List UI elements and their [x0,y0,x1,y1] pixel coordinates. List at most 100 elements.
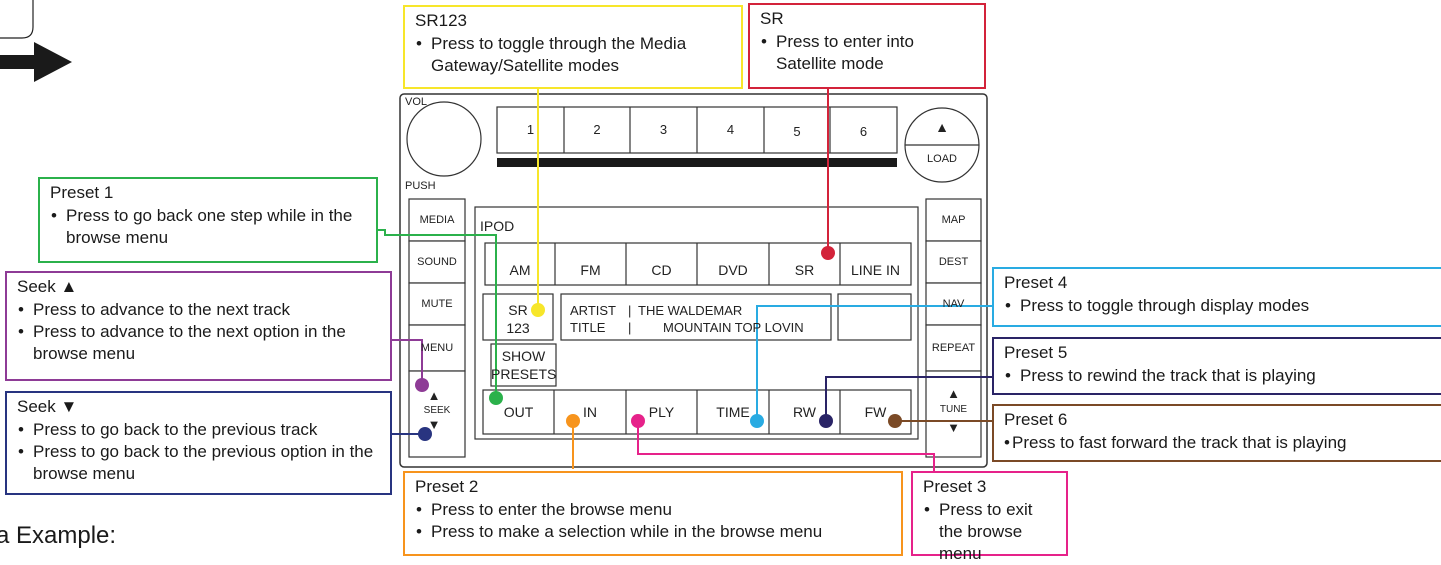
dot-sr123 [531,303,545,317]
dot-preset1 [489,391,503,405]
title-value: MOUNTAIN TOP LOVIN [663,320,804,335]
connector-preset4 [756,305,992,421]
callout-sr123: SR123 Press to toggle through the Media … [403,5,743,89]
map-button[interactable]: MAP [941,214,966,226]
menu-button[interactable]: MENU [420,342,454,354]
seek-up-icon[interactable]: ▲ [427,388,441,403]
source-am[interactable]: AM [509,262,531,278]
title-label: TITLE [570,320,606,335]
callout-title: Preset 3 [923,477,987,496]
cd-slot [497,158,897,167]
out-button[interactable]: OUT [503,404,534,420]
dot-seek-up [415,378,429,392]
callout-preset1: Preset 1 Press to go back one step while… [38,177,378,263]
preset-button-5[interactable]: 5 [793,124,801,139]
callout-preset6: Preset 6 Press to fast forward the track… [992,404,1441,462]
time-button[interactable]: TIME [716,404,750,420]
source-fm[interactable]: FM [580,262,601,278]
display-title: IPOD [480,218,515,234]
repeat-button[interactable]: REPEAT [931,342,976,354]
artist-label: ARTIST [570,303,616,318]
rw-button[interactable]: RW [792,404,817,420]
seek-label: SEEK [423,405,451,416]
tune-label: TUNE [939,404,968,415]
vol-label: VOL [405,96,428,108]
source-line-in[interactable]: LINE IN [850,262,900,278]
artist-separator: | [628,303,632,318]
callout-item: Press to enter the browse menu [415,499,893,521]
media-button[interactable]: MEDIA [419,214,455,226]
callout-item: Press to advance to the next track [17,299,382,321]
callout-title: Preset 6 [1004,410,1068,429]
diagram-canvas: VOL PUSH 1 2 3 4 5 6 ▲ LOAD MEDIA SOUND … [0,0,1441,549]
callout-item: Press to toggle through the Media Gatewa… [415,33,733,77]
callout-item: Press to rewind the track that is playin… [1004,365,1433,387]
ply-button[interactable]: PLY [648,404,675,420]
callout-preset2: Preset 2 Press to enter the browse menu … [403,471,903,556]
connector-preset3 [637,421,935,471]
callout-sr: SR Press to enter into Satellite mode [748,3,986,89]
volume-knob [406,101,482,177]
callout-item: Press to enter into Satellite mode [760,31,976,75]
callout-title: Preset 4 [1004,273,1068,292]
dot-preset6 [888,414,902,428]
source-sr[interactable]: SR [794,262,815,278]
nav-button[interactable]: NAV [942,298,965,310]
mute-button[interactable]: MUTE [421,298,453,310]
preset-button-4[interactable]: 4 [726,122,735,137]
callout-item: Press to make a selection while in the b… [415,521,893,543]
example-heading: a Example: [0,522,117,549]
callout-preset3: Preset 3 Press to exit the browse menu [911,471,1068,563]
callout-seek-up: Seek ▲ Press to advance to the next trac… [5,271,392,381]
tune-down-icon[interactable]: ▼ [947,420,960,435]
artist-value: THE WALDEMAR [638,303,743,318]
dot-preset5 [819,414,833,428]
load-label[interactable]: LOAD [927,153,957,165]
connector-preset5 [825,376,992,421]
dest-button[interactable]: DEST [938,256,969,268]
tune-up-icon[interactable]: ▲ [947,386,960,401]
connector-preset1 [378,229,497,398]
title-separator: | [628,320,632,335]
preset-button-3[interactable]: 3 [659,122,668,137]
dot-preset4 [750,414,764,428]
dot-preset2 [566,414,580,428]
callout-item: Press to exit the browse menu [923,499,1058,565]
show-presets-line2[interactable]: PRESETS [491,366,557,382]
right-arrow-icon [0,42,72,82]
callout-title: Seek ▼ [17,397,78,416]
sr-line2: 123 [506,320,530,336]
dot-preset3 [631,414,645,428]
callout-title: Preset 1 [50,183,114,202]
callout-title: Seek ▲ [17,277,78,296]
source-dvd[interactable]: DVD [718,262,748,278]
callout-title: Preset 5 [1004,343,1068,362]
preset-button-2[interactable]: 2 [593,122,601,137]
callout-item: Press to fast forward the track that is … [1004,432,1433,454]
connector-seek-up [392,339,423,385]
sound-button[interactable]: SOUND [417,256,457,268]
callout-title: Preset 2 [415,477,479,496]
callout-preset4: Preset 4 Press to toggle through display… [992,267,1441,327]
callout-seek-down: Seek ▼ Press to go back to the previous … [5,391,392,495]
corner-frame [0,0,34,39]
callout-preset5: Preset 5 Press to rewind the track that … [992,337,1441,395]
dot-sr [821,246,835,260]
callout-item: Press to go back to the previous option … [17,441,382,485]
callout-item: Press to go back to the previous track [17,419,382,441]
preset-button-6[interactable]: 6 [859,124,868,139]
callout-title: SR123 [415,11,467,30]
in-button[interactable]: IN [583,404,597,420]
fw-button[interactable]: FW [864,404,887,420]
callout-item: Press to advance to the next option in t… [17,321,382,365]
preset-button-1[interactable]: 1 [526,122,535,137]
eject-icon[interactable]: ▲ [935,119,949,135]
show-presets-line1[interactable]: SHOW [501,348,546,364]
callout-item: Press to toggle through display modes [1004,295,1433,317]
callout-title: SR [760,9,784,28]
source-cd[interactable]: CD [651,262,672,278]
push-label: PUSH [405,180,436,192]
sr-line1: SR [508,302,528,318]
seek-down-icon[interactable]: ▼ [427,417,441,432]
radio-drawing [0,0,992,471]
